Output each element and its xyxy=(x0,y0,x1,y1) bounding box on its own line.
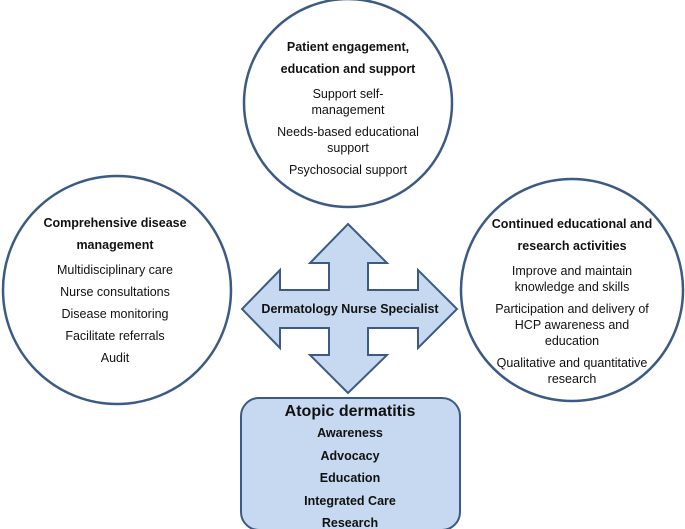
bottom-title: Atopic dermatitis xyxy=(284,403,416,420)
atopic-dermatitis-box xyxy=(240,397,461,529)
top-item: Psychosocial support xyxy=(288,163,408,177)
left-item: Disease monitoring xyxy=(61,307,169,321)
bottom-item: Research xyxy=(321,516,379,529)
left-item: Audit xyxy=(100,351,130,365)
left-item: Multidisciplinary care xyxy=(56,263,173,277)
top-circle-text: Patient engagement, education and suppor… xyxy=(268,36,428,178)
right-item: Qualitative and quantitative research xyxy=(496,356,648,386)
right-title: Continued educational and research activ… xyxy=(491,217,653,253)
atopic-dermatitis-text: Atopic dermatitis Awareness Advocacy Edu… xyxy=(240,398,460,529)
bottom-item: Education xyxy=(319,471,381,485)
right-circle-text: Continued educational and research activ… xyxy=(482,213,662,387)
four-way-arrow xyxy=(240,222,459,395)
bottom-item: Advocacy xyxy=(320,448,380,463)
left-item: Nurse consultations xyxy=(60,285,170,299)
bottom-item: Integrated Care xyxy=(304,493,396,508)
left-circle-text: Comprehensive disease management Multidi… xyxy=(30,212,200,366)
top-circle xyxy=(242,0,454,209)
right-circle xyxy=(459,177,685,403)
top-item: Needs-based educational support xyxy=(277,125,419,155)
right-item: Improve and maintain knowledge and skill… xyxy=(511,264,633,294)
left-item: Facilitate referrals xyxy=(65,329,165,343)
top-title: Patient engagement, education and suppor… xyxy=(280,40,416,76)
left-title: Comprehensive disease management xyxy=(43,216,187,252)
right-item: Participation and delivery of HCP awaren… xyxy=(495,302,649,348)
bottom-item: Awareness xyxy=(317,426,383,440)
top-item: Support self-management xyxy=(311,87,385,117)
left-circle xyxy=(1,174,233,406)
center-label: Dermatology Nurse Specialist xyxy=(261,302,439,316)
